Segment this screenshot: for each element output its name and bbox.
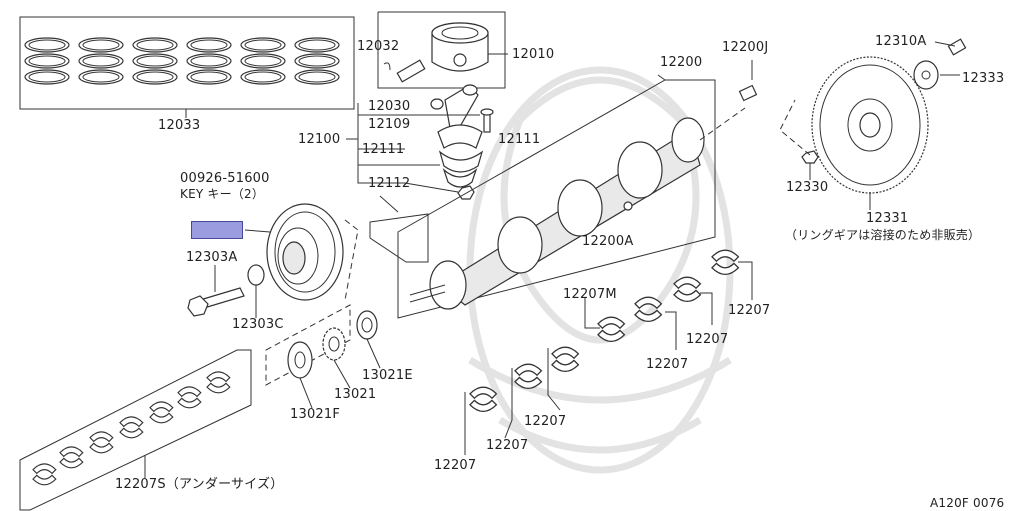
bearing-shell [597,316,626,343]
piston-ring-inner [190,39,228,51]
part-label-12207S[interactable]: 12207S（アンダーサイズ） [115,477,284,492]
part-label-12207-5[interactable]: 12207 [486,438,529,453]
bearing-shell [177,386,202,409]
part-label-13021[interactable]: 13021 [334,387,377,402]
document-code: A120F 0076 [930,496,1005,510]
bearing-shell [514,363,543,390]
main-bearings [464,249,753,455]
part-label-13021E[interactable]: 13021E [362,368,413,383]
part-label-12032[interactable]: 12032 [357,39,400,54]
bearing-shell [119,416,144,439]
bearing-shell [32,463,57,486]
part-label-12111-left[interactable]: 12111 [362,142,405,157]
bearing-shell [673,276,702,303]
piston-ring-inner [244,39,282,51]
part-note-key: KEY キー（2） [180,187,265,201]
piston-ring-set [19,16,355,110]
undersize-bearing-set [19,349,252,511]
bearing-shell [634,296,663,323]
part-label-13021F[interactable]: 13021F [290,407,341,422]
part-label-12207-4[interactable]: 12207 [524,414,567,429]
part-label-12333[interactable]: 12333 [962,71,1005,86]
piston-ring-inner [190,55,228,67]
part-label-12207-1[interactable]: 12207 [728,303,771,318]
part-label-12030[interactable]: 12030 [368,99,411,114]
part-label-12330[interactable]: 12330 [786,180,829,195]
part-label-12207-6[interactable]: 12207 [434,458,477,473]
part-label-12303A[interactable]: 12303A [186,250,238,265]
part-label-key[interactable]: 00926-51600 [180,171,270,186]
piston-ring-inner [82,55,120,67]
piston-assembly [377,11,508,89]
part-label-12111-right[interactable]: 12111 [498,132,541,147]
part-label-12109[interactable]: 12109 [368,117,411,132]
bearing-shell [469,386,498,413]
bearing-shell [206,371,231,394]
part-label-12200J[interactable]: 12200J [722,40,769,55]
part-label-12200A[interactable]: 12200A [582,234,634,249]
part-label-12112[interactable]: 12112 [368,176,411,191]
part-label-12033[interactable]: 12033 [158,118,201,133]
pulley-bolt [187,264,265,318]
part-label-12207M[interactable]: 12207M [563,287,617,302]
piston-ring-inner [298,39,336,51]
bearing-shell [711,249,740,276]
dowel-pin [738,84,758,102]
piston-ring-inner [28,55,66,67]
piston-ring-inner [136,55,174,67]
part-label-12310A[interactable]: 12310A [875,34,927,49]
piston-ring-inner [298,55,336,67]
part-label-12207-2[interactable]: 12207 [686,332,729,347]
crank-pulley [244,195,429,301]
piston-ring-inner [244,71,282,83]
bearing-shell [551,346,580,373]
bearing-shell [59,446,84,469]
piston-ring-inner [136,71,174,83]
piston-ring-inner [298,71,336,83]
part-label-12303C[interactable]: 12303C [232,317,284,332]
highlight-box[interactable] [191,221,243,239]
part-label-12207-3[interactable]: 12207 [646,357,689,372]
crankshaft [397,74,746,319]
piston-ring-inner [82,71,120,83]
part-label-12331[interactable]: 12331 [866,211,909,226]
piston-ring-inner [28,71,66,83]
piston-ring-inner [136,39,174,51]
bearing-shell [149,401,174,424]
piston-ring-inner [190,71,228,83]
bearing-shell [89,431,114,454]
flywheel [779,38,967,210]
connecting-rod [346,84,494,200]
timing-sprocket-set [265,304,381,409]
part-label-12100[interactable]: 12100 [298,132,341,147]
part-label-12200[interactable]: 12200 [660,55,703,70]
part-note-12331: （リングギアは溶接のため非販売） [785,228,981,242]
piston-ring-inner [244,55,282,67]
piston-ring-inner [28,39,66,51]
part-label-12010[interactable]: 12010 [512,47,555,62]
piston-ring-inner [82,39,120,51]
